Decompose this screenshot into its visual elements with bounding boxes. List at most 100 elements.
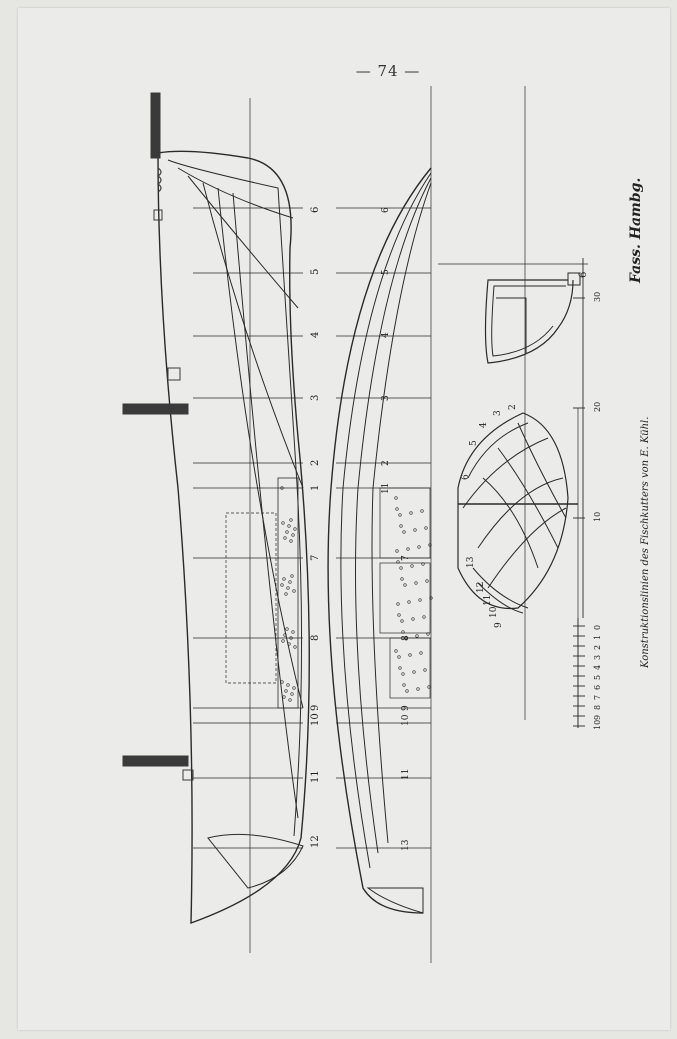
dot [292,686,296,690]
dot [398,513,402,517]
dot [426,632,430,636]
profile-station-label: 3 [310,395,321,401]
plan-station-label: 3 [381,395,391,401]
dot [286,683,290,687]
profile-station-label: 2 [310,460,321,466]
plan-station-label: 11 [401,769,411,780]
dot [415,634,419,638]
scale-number: 8 [593,705,602,710]
body-plan-label: 13 [466,556,476,568]
book-page: — 74 — [18,8,670,1030]
dot [421,562,425,566]
dot [419,651,423,655]
body-plan-label: 9 [494,622,504,628]
dot [397,613,401,617]
dot [289,636,293,640]
plan-station-label: 6 [381,207,391,213]
plan-station-label: 8 [401,635,411,641]
scale-number: 5 [593,675,602,680]
dot [407,600,411,604]
dot [417,545,421,549]
dot [284,689,288,693]
scale-number: 2 [593,645,602,650]
body-plan-label: 12 [476,582,486,593]
body-plan-label: 6 [461,474,471,480]
body-plan-label: 4 [479,422,489,428]
body-plan-label: 5 [469,440,479,446]
dot [280,486,284,490]
dot [403,583,407,587]
dot [284,592,288,596]
dot [282,695,286,699]
dot [414,581,418,585]
dot [288,580,292,584]
dot [282,577,286,581]
plan-station-label: 13 [401,839,411,851]
dot [418,598,422,602]
dot [413,528,417,532]
scale-number: 3 [593,655,602,660]
scale-number: 7 [593,695,602,700]
dot [400,577,404,581]
dot [394,496,398,500]
dot [412,670,416,674]
dot [394,649,398,653]
dot [406,547,410,551]
plan-station-label: 7 [401,555,411,561]
dot [399,566,403,570]
dot [290,574,294,578]
dot [411,617,415,621]
dot [420,509,424,513]
profile-station-label: 5 [310,269,321,275]
plan-station-label: 9 [401,705,411,711]
scale-number: 10 [593,720,602,730]
scale-number: 9 [593,715,602,720]
dot [281,639,285,643]
dot [287,642,291,646]
plan-station-label: 4 [381,332,391,338]
masts [122,92,194,781]
dot [404,636,408,640]
body-plan-label: 11 [483,595,493,606]
plan-station-label: 2 [381,460,391,466]
dot [280,583,284,587]
dot [395,549,399,553]
profile-station-label: 10 [310,713,321,726]
scale-number: 6 [593,685,602,690]
dot [416,687,420,691]
body-plan-label: 3 [493,410,503,416]
plan-station-label: 5 [381,269,391,275]
dot [401,630,405,634]
dot [290,692,294,696]
profile-station-label: 1 [310,485,321,491]
scale-number: 1 [593,635,602,640]
scale-number: 10 [593,512,602,522]
dot [423,668,427,672]
dot [292,589,296,593]
dot [396,602,400,606]
reference-lines [249,86,588,963]
profile-station-label: 6 [310,207,321,213]
place-label: Fass. Hambg. [628,177,644,283]
dot [397,655,401,659]
dot [289,518,293,522]
scale-number: 4 [593,665,602,670]
dot [285,530,289,534]
dot [291,533,295,537]
scale-number: 20 [593,402,602,412]
dot [293,645,297,649]
scale-bar [573,258,585,728]
body-plan [457,412,578,614]
midship-label: 6 [578,272,589,278]
dot [428,543,432,547]
dot [286,586,290,590]
profile-station-label: 4 [310,332,321,338]
dot [399,524,403,528]
page-number: — 74 — [355,62,421,80]
dot [398,666,402,670]
dot [280,680,284,684]
figure-caption: Konstruktionslinien des Fischkutters von… [640,416,651,668]
dot [402,530,406,534]
dot [429,596,433,600]
